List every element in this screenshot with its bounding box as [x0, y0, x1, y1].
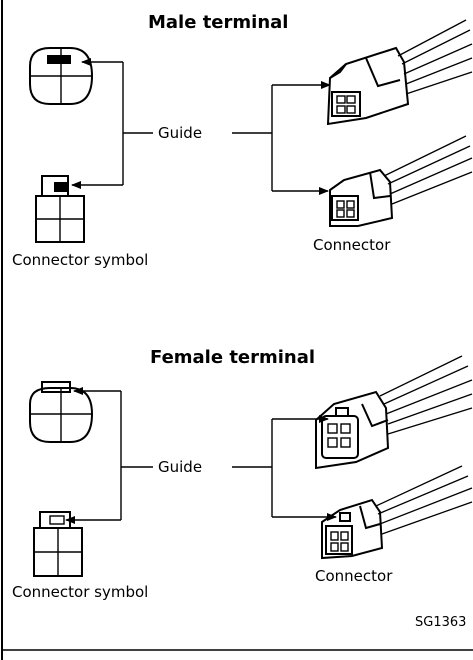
male-square-connector-symbol: [35, 175, 85, 243]
female-4pin-connector: [315, 355, 473, 470]
male-guide-label: Guide: [158, 124, 202, 142]
female-terminal-title: Female terminal: [150, 347, 315, 368]
male-guide-key-block: [47, 55, 71, 64]
female-connector-symbol-label: Connector symbol: [12, 583, 148, 601]
male-square-guide-key: [54, 182, 68, 192]
male-connector-label: Connector: [313, 236, 391, 254]
female-connector-label: Connector: [315, 567, 393, 585]
male-terminal-title: Male terminal: [148, 12, 288, 33]
female-guide-label: Guide: [158, 458, 202, 476]
male-terminal-section: Male terminal Guide: [12, 12, 473, 269]
female-2pin-connector: [321, 465, 473, 560]
male-4pin-connector: [326, 19, 473, 126]
female-terminal-section: Female terminal Guide: [12, 347, 473, 601]
male-guide-lines: Guide: [71, 58, 331, 195]
figure-code: SG1363: [415, 615, 466, 630]
male-2pin-connector: [329, 135, 473, 227]
male-connector-symbol-label: Connector symbol: [12, 251, 148, 269]
female-round-connector-symbol: [29, 381, 94, 443]
female-square-connector-symbol: [33, 511, 83, 577]
male-round-connector-symbol: [29, 47, 94, 105]
female-guide-lines: Guide: [65, 387, 337, 524]
